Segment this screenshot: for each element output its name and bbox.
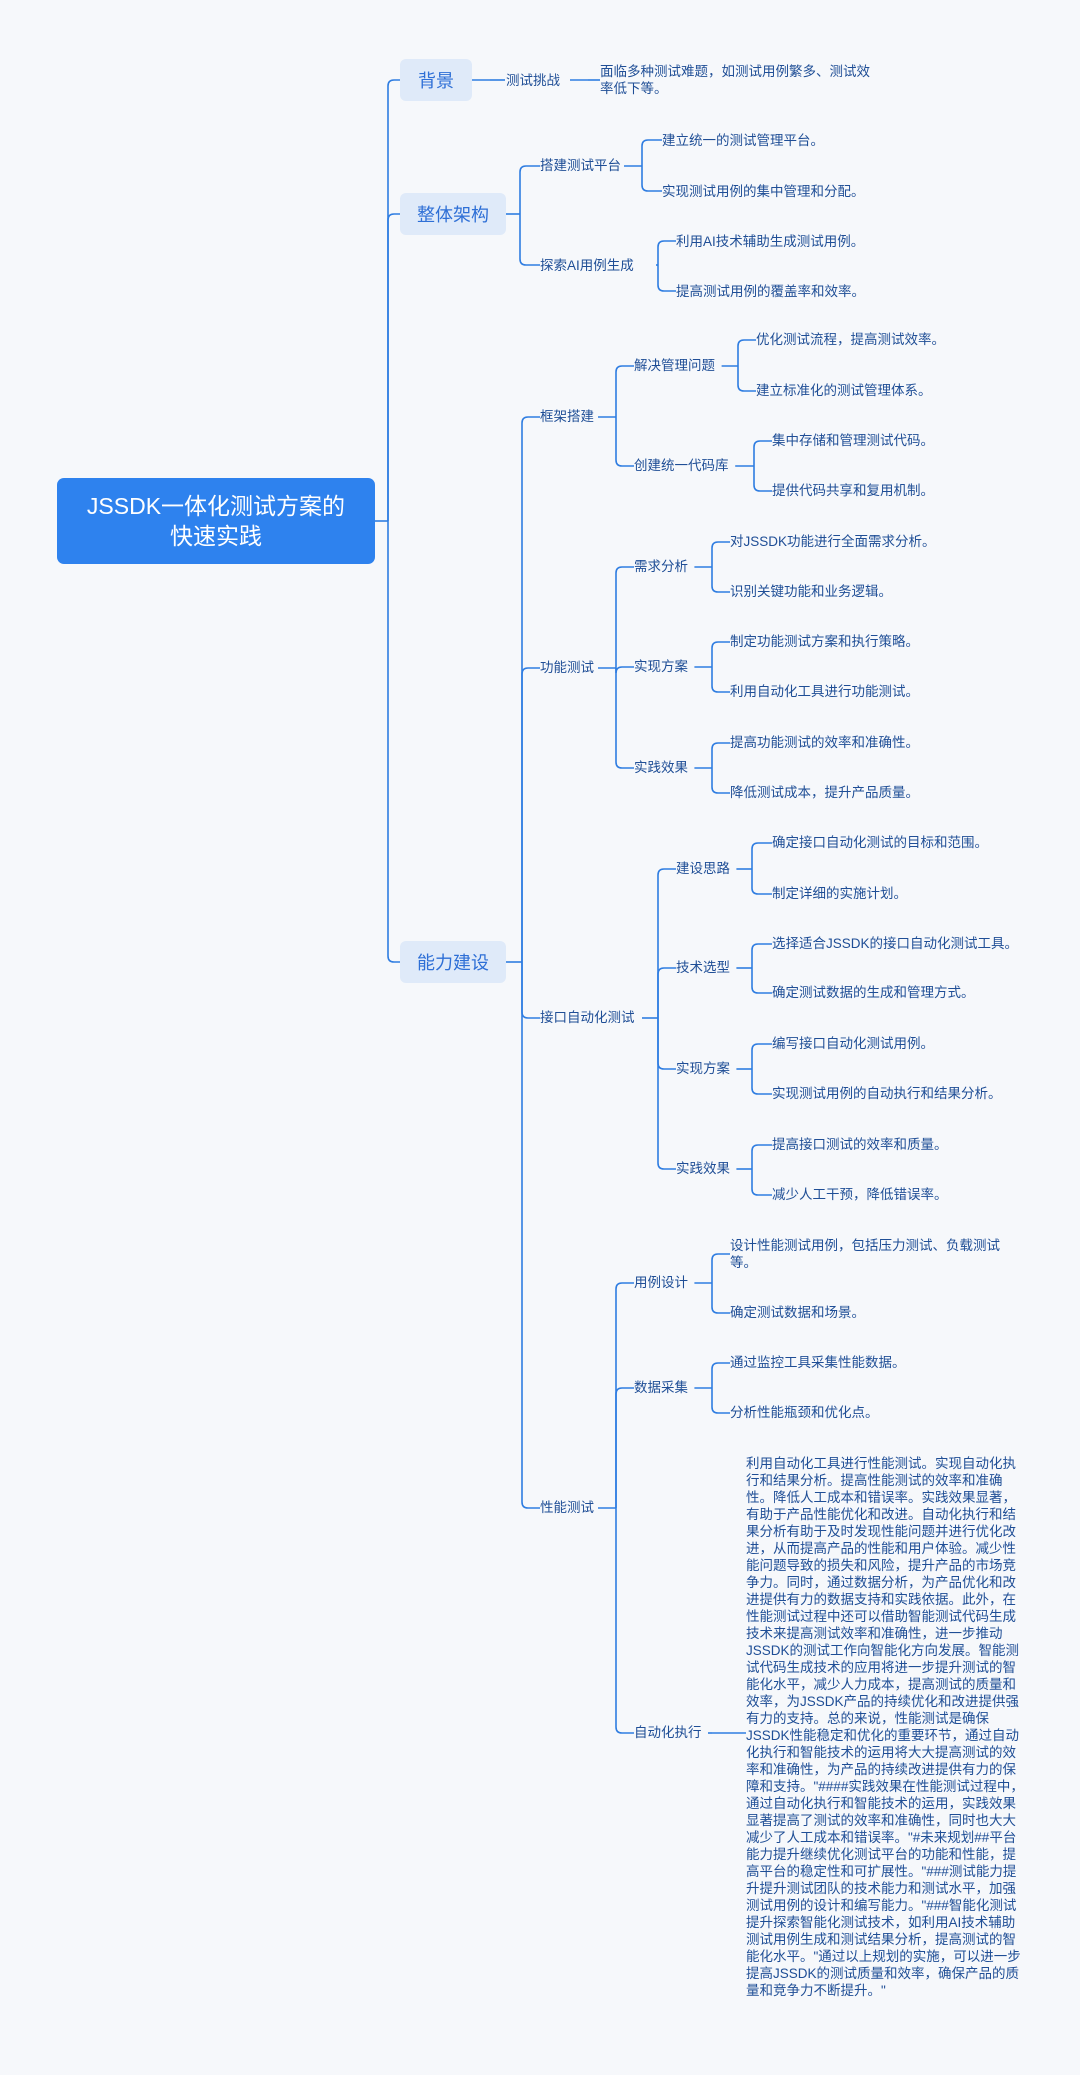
leaf-text[interactable]: 利用自动化工具进行功能测试。 bbox=[730, 684, 919, 699]
connector-line bbox=[737, 339, 756, 366]
connector-line bbox=[615, 365, 634, 417]
connector-line bbox=[711, 641, 730, 667]
connector-line bbox=[711, 742, 730, 768]
node-l3[interactable]: 建设思路 bbox=[676, 861, 730, 876]
connector-line bbox=[711, 567, 730, 593]
leaf-text[interactable]: 通过监控工具采集性能数据。 bbox=[730, 1355, 906, 1370]
connector-line bbox=[711, 541, 730, 567]
leaf-text[interactable]: 选择适合JSSDK的接口自动化测试工具。 bbox=[772, 936, 1019, 951]
connector-line bbox=[751, 943, 772, 968]
connector-line bbox=[615, 668, 634, 769]
leaf-text[interactable]: 实现测试用例的自动执行和结果分析。 bbox=[772, 1086, 1002, 1101]
connector-line bbox=[521, 667, 540, 962]
leaf-text[interactable]: 优化测试流程，提高测试效率。 bbox=[756, 332, 945, 347]
connector-line bbox=[711, 667, 730, 693]
leaf-text[interactable]: 编写接口自动化测试用例。 bbox=[772, 1036, 934, 1051]
leaf-text[interactable]: 制定详细的实施计划。 bbox=[772, 886, 907, 901]
node-perf-test[interactable]: 性能测试 bbox=[540, 1500, 594, 1515]
connector-line bbox=[751, 869, 772, 895]
connector-line bbox=[615, 417, 634, 467]
connector-line bbox=[521, 962, 540, 1019]
leaf[interactable]: 实现测试用例的集中管理和分配。 bbox=[662, 184, 865, 199]
connector-line bbox=[711, 768, 730, 794]
connector-line bbox=[751, 1169, 772, 1196]
connector-line bbox=[641, 139, 662, 166]
connector-line bbox=[711, 1283, 730, 1314]
connector-line bbox=[657, 265, 676, 292]
node-l3[interactable]: 实现方案 bbox=[676, 1061, 730, 1076]
connector-line bbox=[751, 968, 772, 994]
leaf-text[interactable]: 确定接口自动化测试的目标和范围。 bbox=[772, 835, 988, 850]
leaf-text[interactable]: 识别关键功能和业务逻辑。 bbox=[730, 584, 892, 599]
node-test-challenge[interactable]: 测试挑战 bbox=[506, 73, 560, 88]
connector-line bbox=[657, 1018, 676, 1170]
node-ai-case-gen[interactable]: 探索AI用例生成 bbox=[540, 258, 634, 273]
node-l3[interactable]: 用例设计 bbox=[634, 1275, 688, 1290]
connector-line bbox=[751, 1043, 772, 1069]
connector-line bbox=[615, 566, 634, 668]
node-api-auto-test[interactable]: 接口自动化测试 bbox=[540, 1010, 635, 1025]
node-l3[interactable]: 解决管理问题 bbox=[634, 358, 715, 373]
connector-line bbox=[751, 1069, 772, 1095]
connector-line bbox=[711, 1388, 730, 1414]
connector-line bbox=[711, 1253, 730, 1283]
connector-line bbox=[657, 1018, 676, 1070]
connector-line bbox=[519, 214, 540, 266]
leaf-text[interactable]: 减少人工干预，降低错误率。 bbox=[772, 1187, 948, 1202]
node-l3[interactable]: 实践效果 bbox=[634, 760, 688, 775]
node-function-test[interactable]: 功能测试 bbox=[540, 660, 594, 675]
leaf-text[interactable]: 确定测试数据和场景。 bbox=[730, 1305, 865, 1320]
branch-2[interactable]: 能力建设 bbox=[400, 941, 506, 983]
leaf-text[interactable]: 建立标准化的测试管理体系。 bbox=[756, 383, 932, 398]
leaf-text[interactable]: 制定功能测试方案和执行策略。 bbox=[730, 634, 919, 649]
leaf[interactable]: 提高测试用例的覆盖率和效率。 bbox=[676, 284, 865, 299]
connector-line bbox=[387, 79, 400, 521]
connector-line bbox=[521, 416, 540, 962]
node-l3[interactable]: 数据采集 bbox=[634, 1380, 688, 1395]
connector-line bbox=[519, 165, 540, 214]
connector-line bbox=[615, 1387, 634, 1508]
node-l3[interactable]: 需求分析 bbox=[634, 559, 688, 574]
leaf-text[interactable]: 降低测试成本，提升产品质量。 bbox=[730, 785, 919, 800]
connector-line bbox=[387, 521, 400, 963]
leaf-text[interactable]: 确定测试数据的生成和管理方式。 bbox=[772, 985, 975, 1000]
node-framework[interactable]: 框架搭建 bbox=[540, 409, 594, 424]
leaf-text[interactable]: 利用自动化工具进行性能测试。实现自动化执行和结果分析。提高性能测试的效率和准确性… bbox=[746, 1456, 1024, 1998]
node-l3[interactable]: 创建统一代码库 bbox=[634, 458, 729, 473]
node-l3[interactable]: 自动化执行 bbox=[634, 1725, 702, 1740]
connector-line bbox=[387, 213, 400, 521]
connector-line bbox=[641, 166, 662, 192]
connector-line bbox=[751, 1144, 772, 1169]
connector-line bbox=[753, 466, 772, 492]
connector-line bbox=[521, 962, 540, 1509]
connector-line bbox=[615, 666, 634, 674]
leaf-text[interactable]: 集中存储和管理测试代码。 bbox=[772, 433, 934, 448]
leaf-text[interactable]: 提高接口测试的效率和质量。 bbox=[772, 1137, 948, 1152]
connector-line bbox=[751, 842, 772, 869]
connector-line bbox=[657, 240, 676, 265]
branch-1[interactable]: 整体架构 bbox=[400, 193, 506, 235]
connector-line bbox=[737, 366, 756, 392]
node-l3[interactable]: 实践效果 bbox=[676, 1161, 730, 1176]
leaf-text[interactable]: 提供代码共享和复用机制。 bbox=[772, 483, 934, 498]
node-l3[interactable]: 实现方案 bbox=[634, 659, 688, 674]
node-build-platform[interactable]: 搭建测试平台 bbox=[540, 158, 621, 173]
node-l3[interactable]: 技术选型 bbox=[676, 960, 730, 975]
leaf-challenge-desc[interactable]: 面临多种测试难题，如测试用例繁多、测试效率低下等。 bbox=[600, 64, 870, 96]
connector-line bbox=[657, 868, 676, 1018]
leaf[interactable]: 利用AI技术辅助生成测试用例。 bbox=[676, 234, 865, 249]
leaf-text[interactable]: 提高功能测试的效率和准确性。 bbox=[730, 735, 919, 750]
branch-0[interactable]: 背景 bbox=[400, 59, 472, 101]
connector-line bbox=[753, 440, 772, 466]
leaf-text[interactable]: 对JSSDK功能进行全面需求分析。 bbox=[730, 534, 936, 549]
connector-line bbox=[615, 1508, 634, 1734]
connector-line bbox=[711, 1362, 730, 1388]
leaf[interactable]: 建立统一的测试管理平台。 bbox=[662, 133, 824, 148]
root-node[interactable]: JSSDK一体化测试方案的快速实践 bbox=[57, 478, 375, 564]
leaf-text[interactable]: 设计性能测试用例，包括压力测试、负载测试等。 bbox=[730, 1238, 1000, 1270]
connector-line bbox=[615, 1282, 634, 1508]
connector-line bbox=[657, 967, 676, 1018]
leaf-text[interactable]: 分析性能瓶颈和优化点。 bbox=[730, 1405, 879, 1420]
